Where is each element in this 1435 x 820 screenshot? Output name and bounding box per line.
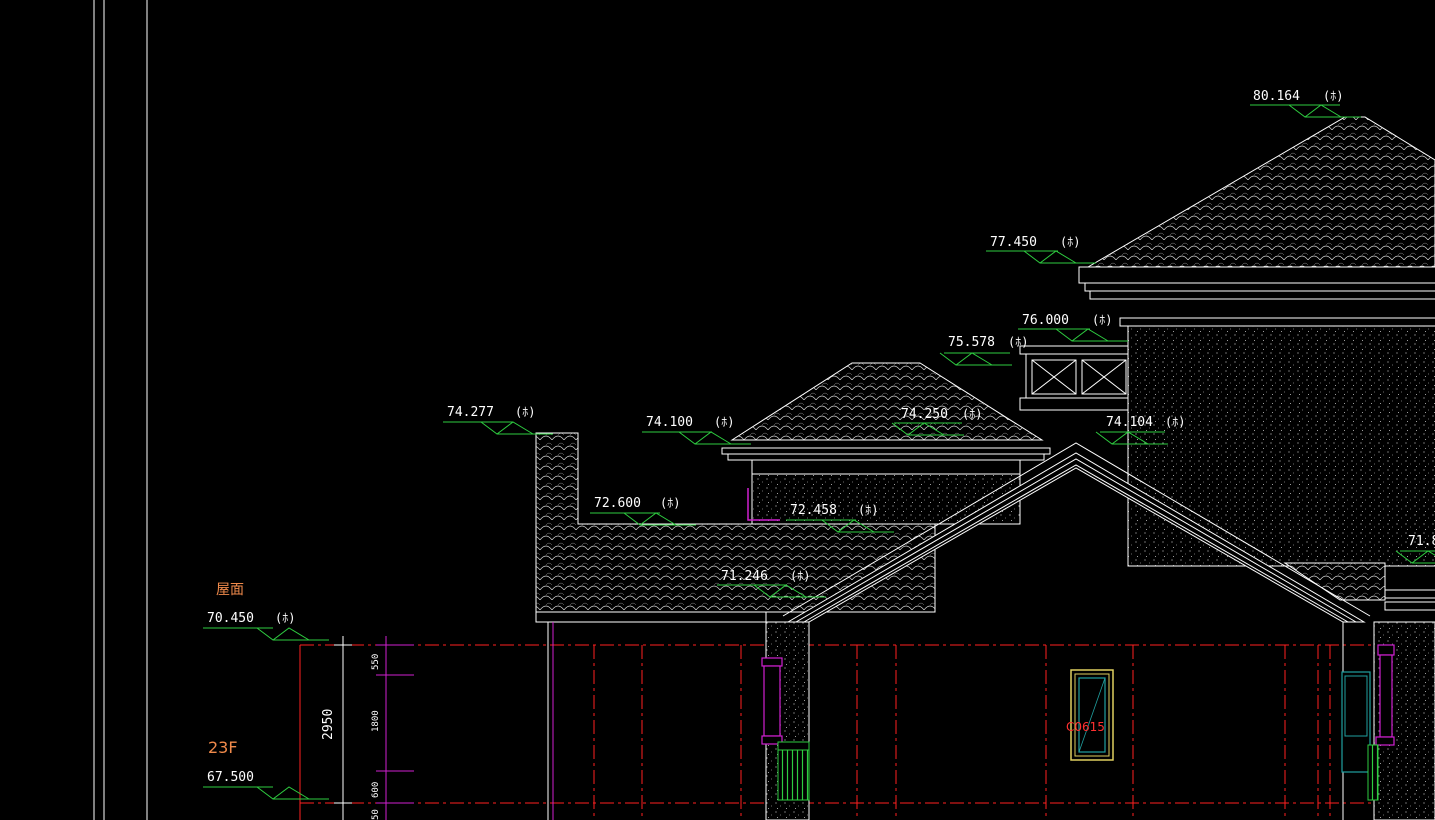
elevation-marker: 70.450 (ﾎ): [203, 611, 329, 641]
elevation-value: 76.000: [1022, 313, 1069, 328]
elevation-triangle: [1023, 250, 1077, 264]
elevation-value: 77.450: [990, 235, 1037, 250]
right-column: [1341, 644, 1395, 801]
dimension-top: 550: [371, 654, 381, 670]
drawing-frame: [93, 0, 148, 820]
elevation-tag: (ﾎ): [275, 611, 295, 625]
elevation-marker: 80.164 (ﾎ): [1250, 89, 1361, 118]
elevation-triangle: [821, 519, 875, 533]
left-column: [761, 657, 810, 801]
elevation-tag: (ﾎ): [660, 496, 680, 510]
elevation-marker: 75.578 (ﾎ): [939, 335, 1028, 366]
elevation-triangle: [678, 431, 732, 445]
elevation-value: 80.164: [1253, 89, 1300, 104]
gable-window: C0615: [1066, 669, 1114, 761]
elevation-marker: 76.000 (ﾎ): [1018, 313, 1128, 342]
elevation-tag: (ﾎ): [962, 407, 982, 421]
elevation-value: 72.458: [790, 503, 837, 518]
balcony-railing: [1019, 345, 1129, 411]
elevation-tag: (ﾎ): [790, 569, 810, 583]
elevation-markers: 80.164(ﾎ)77.450(ﾎ)76.000(ﾎ)75.578(ﾎ)74.2…: [203, 89, 1435, 800]
elevation-tag: (ﾎ): [714, 415, 734, 429]
elevation-value: 74.250: [901, 407, 948, 422]
elevation-value: 74.104: [1106, 415, 1153, 430]
elevation-marker: 77.450 (ﾎ): [986, 235, 1096, 264]
elevation-tag: (ﾎ): [515, 405, 535, 419]
elevation-marker: 72.458 (ﾎ): [786, 503, 894, 533]
elevation-value: 71.86: [1408, 534, 1435, 549]
elevation-value: 74.100: [646, 415, 693, 430]
elevation-triangle: [623, 512, 677, 526]
right-tower: [1078, 116, 1435, 611]
elevation-marker: 74.250 (ﾎ): [891, 407, 982, 436]
elevation-value: 75.578: [948, 335, 995, 350]
elevation-marker: 74.104 (ﾎ): [1095, 415, 1185, 445]
elevation-value: 74.277: [447, 405, 494, 420]
elevation-marker: 67.500: [203, 770, 329, 800]
elevation-triangle: [480, 421, 534, 435]
elevation-triangle: [1395, 550, 1435, 564]
grid-lines: [300, 644, 1435, 820]
elevation-tag: (ﾎ): [1092, 313, 1112, 327]
elevation-marker: 72.600 (ﾎ): [590, 496, 696, 526]
elevation-tag: (ﾎ): [1008, 335, 1028, 349]
elevation-marker: 71.86: [1395, 534, 1435, 564]
dimension-bottom: 600: [371, 782, 381, 798]
elevation-triangle: [939, 352, 993, 366]
elevation-tag: (ﾎ): [1323, 89, 1343, 103]
dimension-middle: 1800: [371, 710, 381, 732]
elevation-marker: 74.100 (ﾎ): [642, 415, 751, 445]
dimension-chain: 2950 550 1800 600 50: [299, 636, 414, 820]
elevation-value: 72.600: [594, 496, 641, 511]
window-tag: C0615: [1066, 720, 1105, 734]
elevation-value: 67.500: [207, 770, 254, 785]
elevation-triangle: [1055, 328, 1109, 342]
elevation-triangle: [256, 786, 310, 800]
elevation-tag: (ﾎ): [1165, 415, 1185, 429]
elevation-tag: (ﾎ): [858, 503, 878, 517]
floor-23f-label: 23F: [208, 738, 238, 757]
elevation-triangle: [256, 627, 310, 641]
dimension-total: 2950: [321, 709, 336, 740]
elevation-tag: (ﾎ): [1060, 235, 1080, 249]
elevation-triangle: [1288, 104, 1342, 118]
elevation-value: 71.246: [721, 569, 768, 584]
elevation-triangle: [753, 584, 807, 598]
elevation-triangle: [1095, 431, 1149, 445]
elevation-marker: 74.277 (ﾎ): [443, 405, 553, 435]
elevation-value: 70.450: [207, 611, 254, 626]
dimension-next: 50: [371, 809, 381, 820]
roof-floor-label: 屋面: [216, 582, 244, 598]
elevation-triangle: [891, 422, 945, 436]
elevation-marker: 71.246 (ﾎ): [717, 569, 826, 598]
